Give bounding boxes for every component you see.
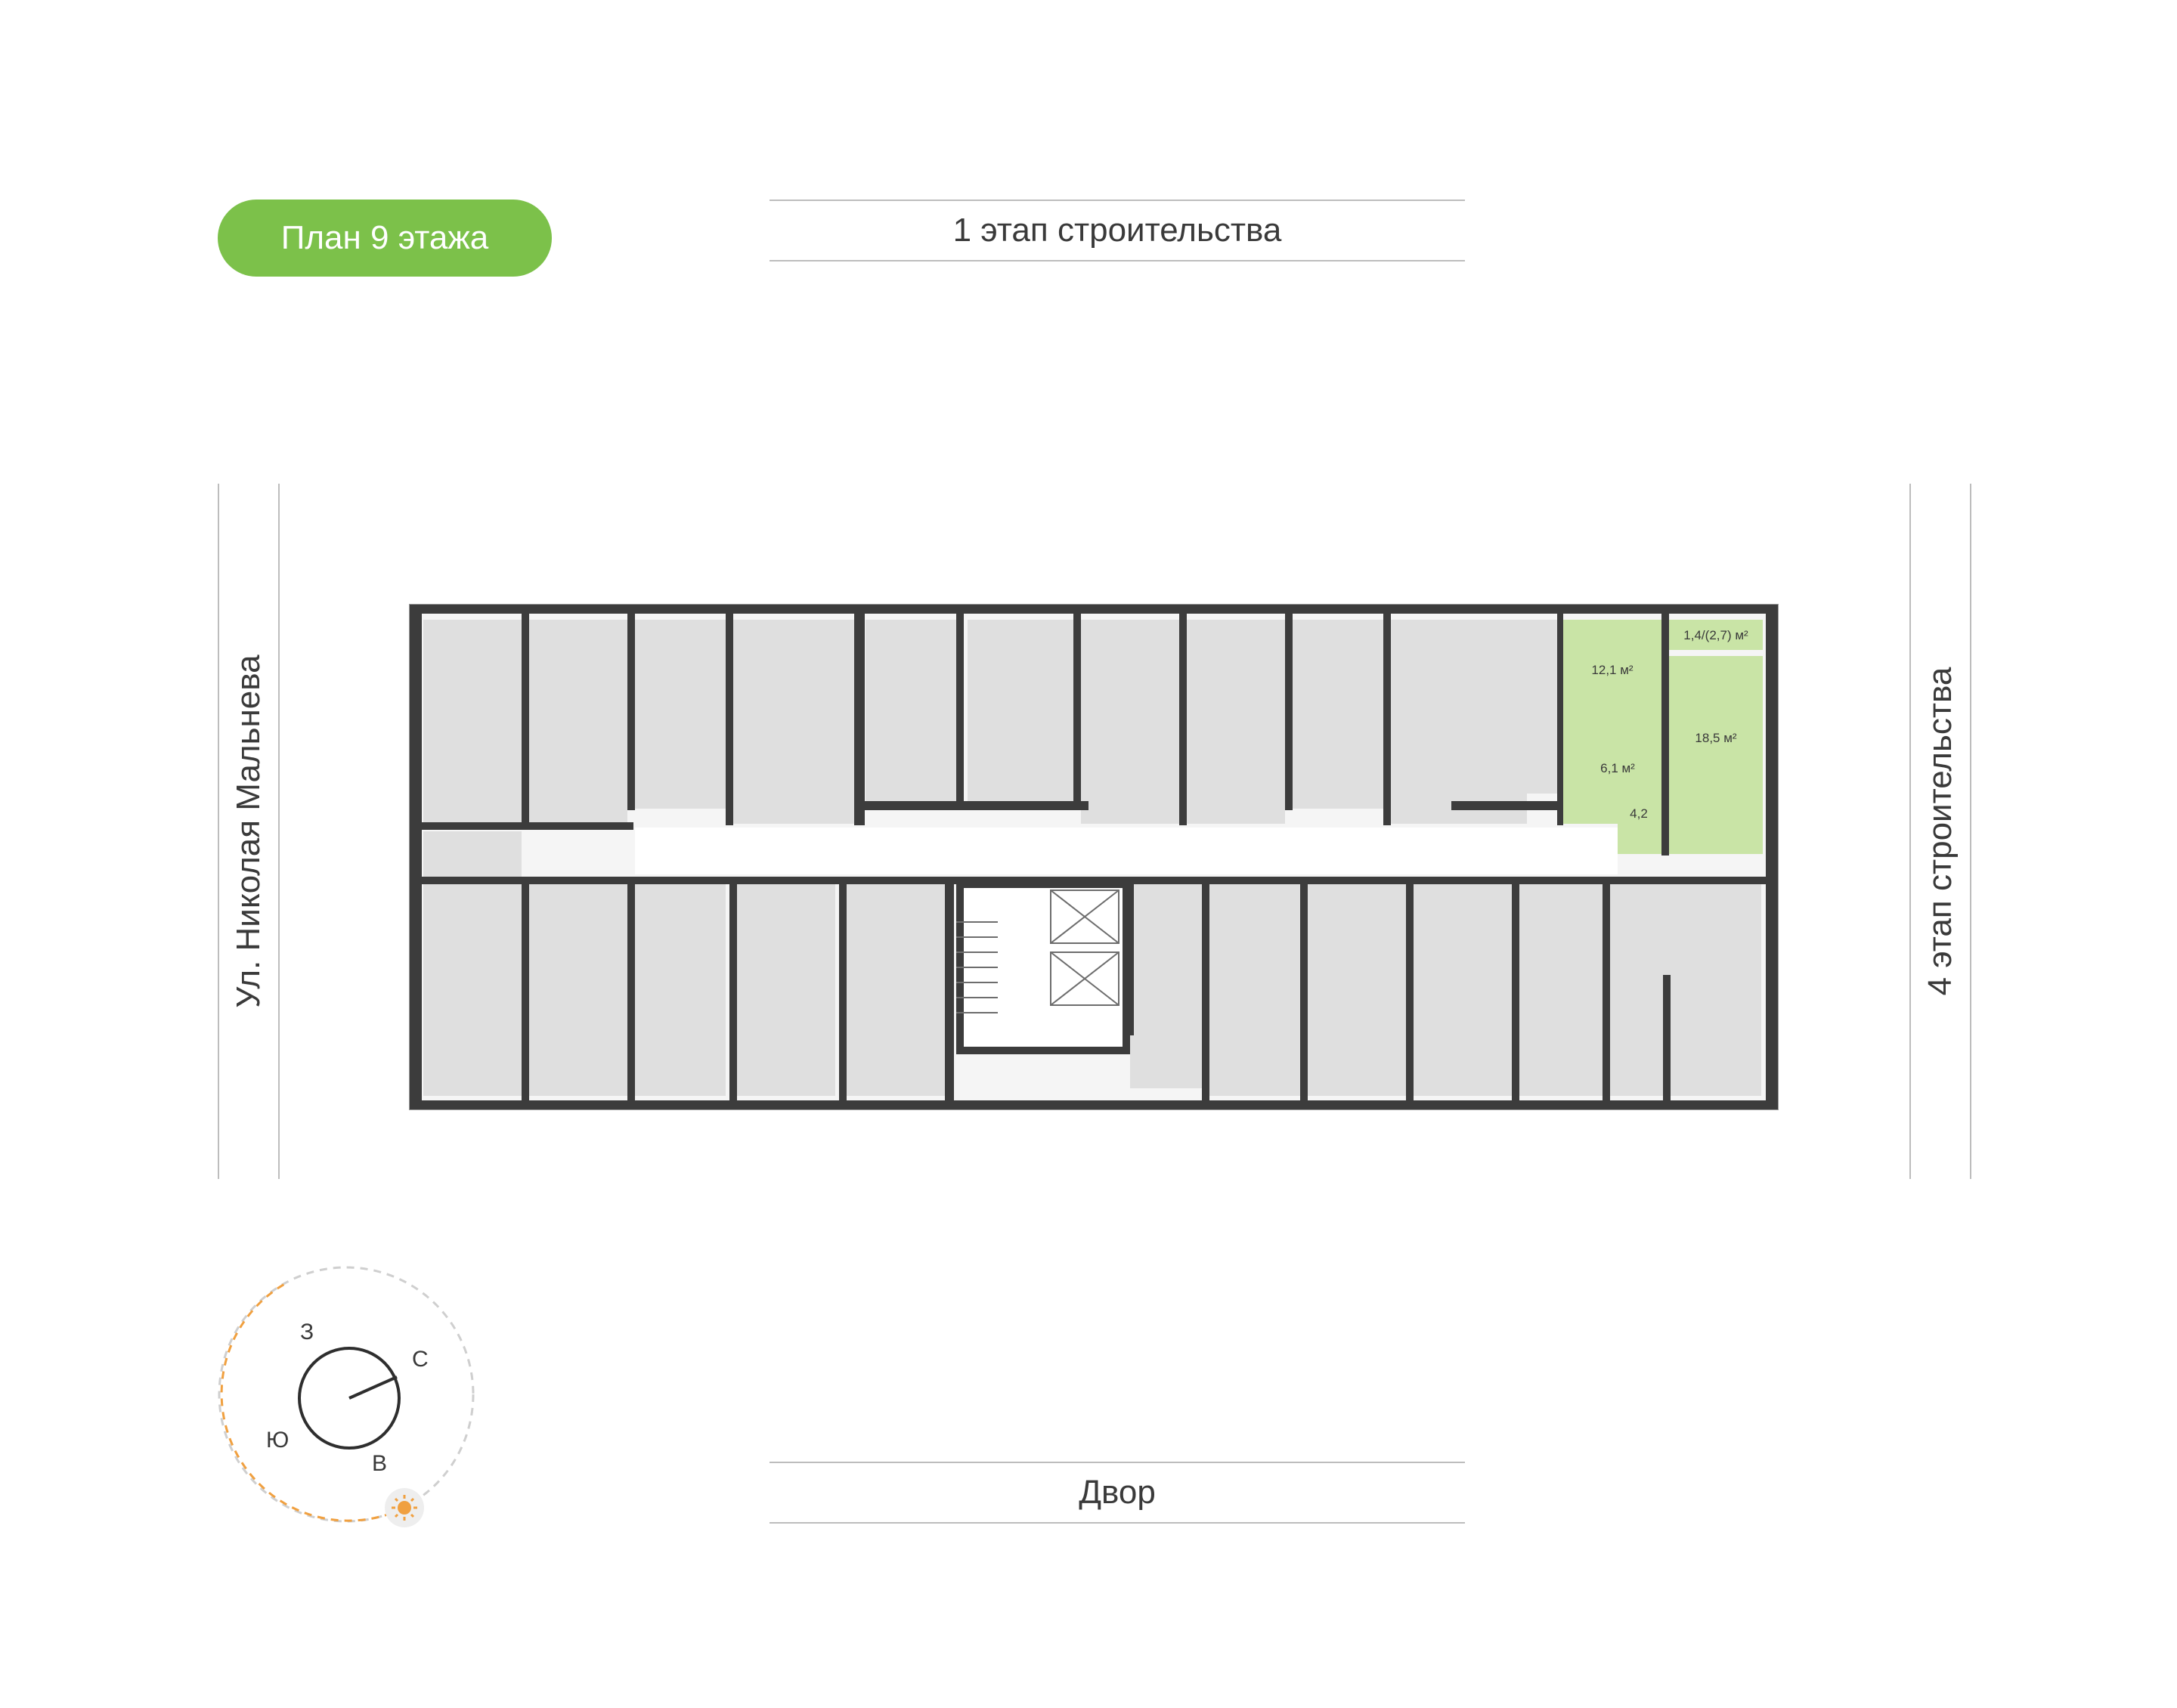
apartment-balcony [1669,620,1763,650]
room [847,884,945,1096]
top-side-label: 1 этап строительства [770,200,1465,261]
room [529,884,627,1096]
room [1308,884,1406,1096]
bottom-side-label: Двор [770,1462,1465,1524]
room [1610,884,1761,1096]
area-balcony: 1,4/(2,7) м² [1683,628,1748,642]
compass-north: С [412,1347,429,1372]
compass-orbit [218,1266,475,1523]
compass: С Ю З В [218,1266,475,1527]
area-room-2: 18,5 м² [1695,731,1736,745]
corridor [635,828,1618,874]
compass-needle [348,1375,398,1400]
room [968,620,1073,809]
compass-east: В [372,1451,387,1476]
room [635,620,726,809]
room [635,884,726,1096]
room [1414,884,1512,1096]
highlighted-apartment [1563,620,1763,854]
room [423,620,522,824]
room [529,620,627,824]
area-bath: 4,2 [1630,806,1648,821]
sun-path [220,1281,405,1522]
room [1293,620,1383,809]
room [1081,620,1179,824]
room [1519,884,1603,1096]
floor-badge: План 9 этажа [218,200,552,277]
apartment-room-2 [1669,656,1763,854]
elevator-1 [1050,890,1119,944]
room [866,620,956,809]
area-hall: 6,1 м² [1600,761,1635,775]
rooms-bottom-row [423,831,1761,1096]
elevator-2 [1050,951,1119,1006]
right-side-label: 4 этап строительства [1909,484,1971,1179]
room [1459,620,1557,794]
room [733,620,854,824]
room [423,831,522,1096]
area-room-1: 12,1 м² [1591,663,1633,677]
stairs [956,921,998,1013]
compass-south: Ю [266,1428,289,1453]
rooms-top-row [423,620,1557,824]
room [1130,884,1206,1088]
room [1187,620,1285,824]
walls [410,605,1778,1109]
left-side-label: Ул. Николая Мальнева [218,484,280,1179]
stair-core [956,880,1130,1054]
room [737,884,835,1096]
compass-west: З [300,1320,314,1344]
room [1209,884,1300,1096]
sun-icon [385,1488,424,1527]
